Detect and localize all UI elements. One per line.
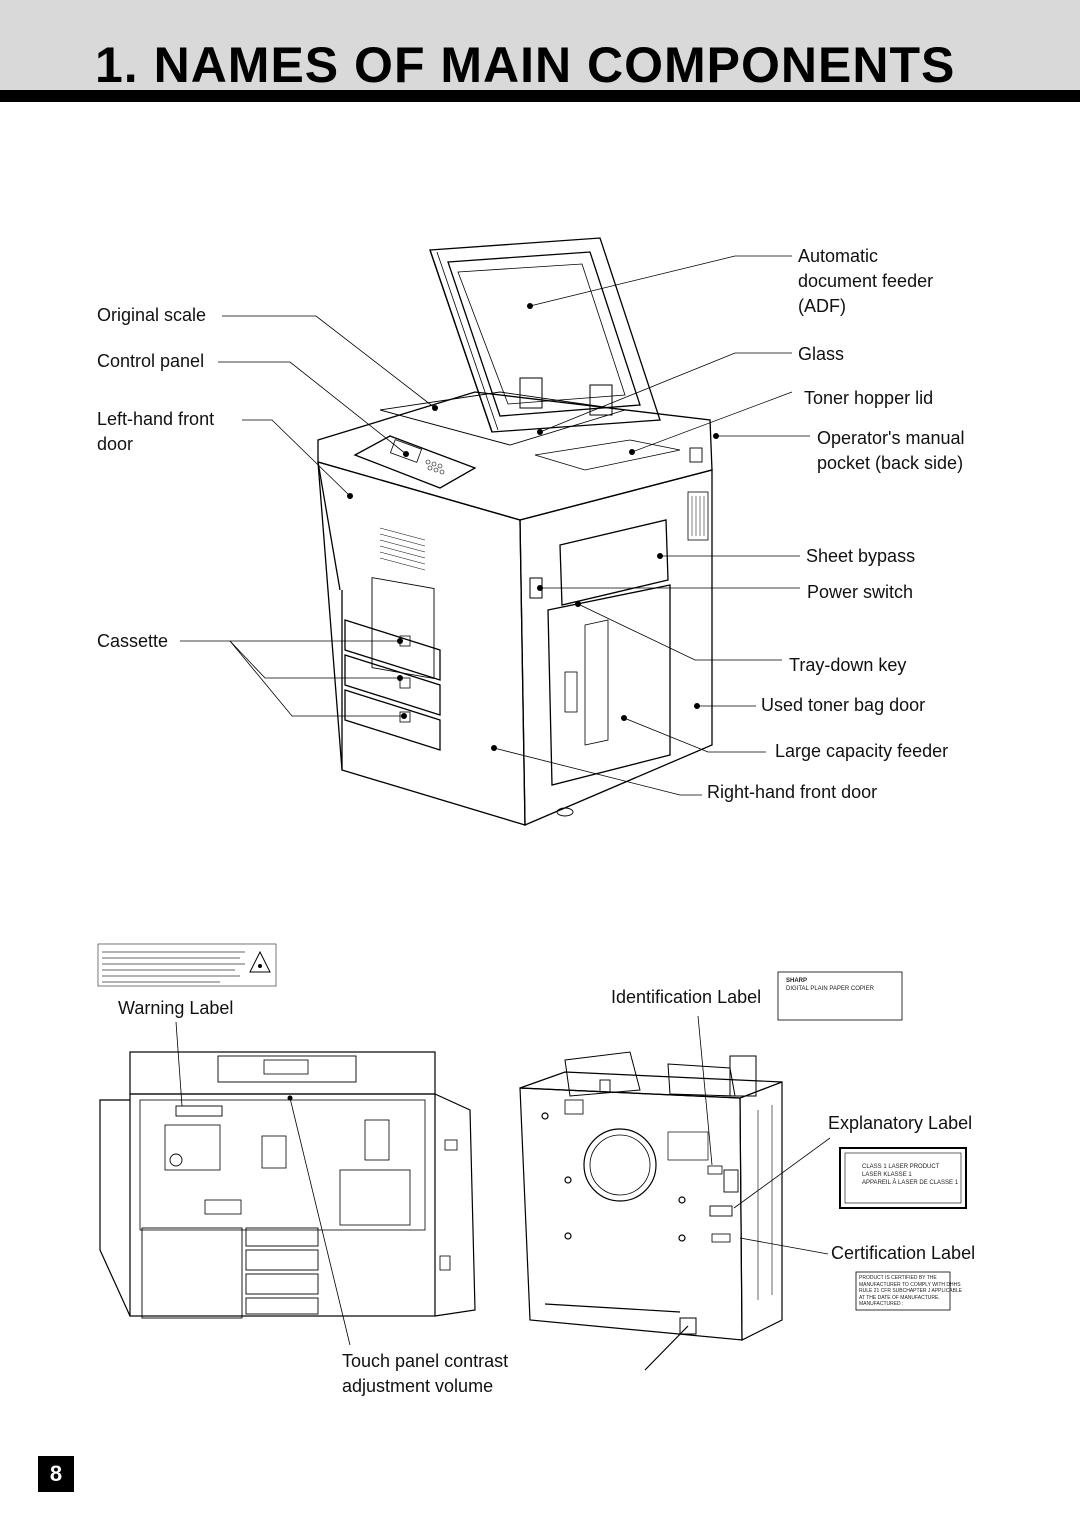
label-used-toner-bag-door: Used toner bag door (761, 695, 926, 715)
large-capacity-feeder (547, 584, 671, 786)
label-toner-hopper-lid: Toner hopper lid (804, 388, 934, 408)
explanatory-label-line2: LASER KLASSE 1 (862, 1172, 912, 1178)
label-operators-manual-line2: pocket (back side) (817, 453, 964, 473)
label-adf-line2: document feeder (798, 271, 934, 291)
label-glass: Glass (798, 344, 845, 364)
label-touch-panel-contrast: Touch panel contrast adjustment volume (342, 1349, 508, 1399)
label-adf: Automatic document feeder (ADF) (798, 244, 933, 319)
label-left-front-door: Left-hand front door (97, 407, 214, 457)
cert-line5: MANUFACTURED : (859, 1301, 904, 1307)
copier-right-side (519, 469, 713, 826)
label-certification: Certification Label (831, 1243, 976, 1263)
label-operators-manual-pocket: Operator's manual pocket (back side) (817, 426, 965, 476)
label-left-front-door-line2: door (97, 434, 134, 454)
cert-line4: AT THE DATE OF MANUFACTURE. (859, 1294, 940, 1301)
cert-line1: PRODUCT IS CERTIFIED BY THE (859, 1275, 937, 1281)
label-adf-line3: (ADF) (798, 296, 846, 316)
label-cassette: Cassette (97, 631, 169, 651)
label-explanatory: Explanatory Label (828, 1113, 973, 1133)
label-warning: Warning Label (118, 998, 234, 1018)
explanatory-label-line1: CLASS 1 LASER PRODUCT (862, 1164, 940, 1170)
label-sheet-bypass: Sheet bypass (806, 546, 916, 566)
sheet-bypass (559, 519, 669, 606)
label-touch-panel-line1: Touch panel contrast (342, 1351, 509, 1371)
page-number: 8 (38, 1456, 74, 1492)
adf-lid (429, 237, 661, 433)
label-large-capacity-feeder: Large capacity feeder (775, 741, 949, 761)
label-operators-manual-line1: Operator's manual (817, 428, 965, 448)
glass-platen (379, 391, 626, 446)
label-adf-line1: Automatic (798, 246, 879, 266)
label-identification: Identification Label (611, 987, 762, 1007)
label-left-front-door-line1: Left-hand front (97, 409, 215, 429)
warning-label-sample (97, 943, 277, 987)
id-label-brand: SHARP (786, 978, 808, 984)
control-panel (353, 435, 477, 489)
cert-line2: MANUFACTURER TO COMPLY WITH DHHS (859, 1281, 961, 1288)
label-tray-down-key: Tray-down key (789, 655, 907, 675)
cassette-3 (344, 689, 441, 751)
cassette-2 (344, 654, 441, 716)
page-title: 1. NAMES OF MAIN COMPONENTS (95, 37, 956, 93)
explanatory-label-line3: APPAREIL À LASER DE CLASSE 1 (862, 1180, 959, 1186)
label-touch-panel-line2: adjustment volume (342, 1376, 494, 1396)
label-right-front-door: Right-hand front door (707, 782, 878, 802)
id-label-line1: DIGITAL PLAIN PAPER COPIER (786, 986, 874, 992)
label-power-switch: Power switch (807, 582, 914, 602)
label-original-scale: Original scale (97, 305, 207, 325)
certification-label-text: PRODUCT IS CERTIFIED BY THE MANUFACTURER… (859, 1275, 962, 1308)
label-control-panel: Control panel (97, 351, 205, 371)
open-front-view (99, 1051, 476, 1319)
header-band (0, 0, 1080, 90)
cert-line3: RULE 21 CFR SUBCHAPTER J APPLICABLE (859, 1288, 963, 1294)
rear-view (519, 1051, 783, 1371)
cassette-1 (344, 619, 441, 681)
header-rule (0, 90, 1080, 102)
